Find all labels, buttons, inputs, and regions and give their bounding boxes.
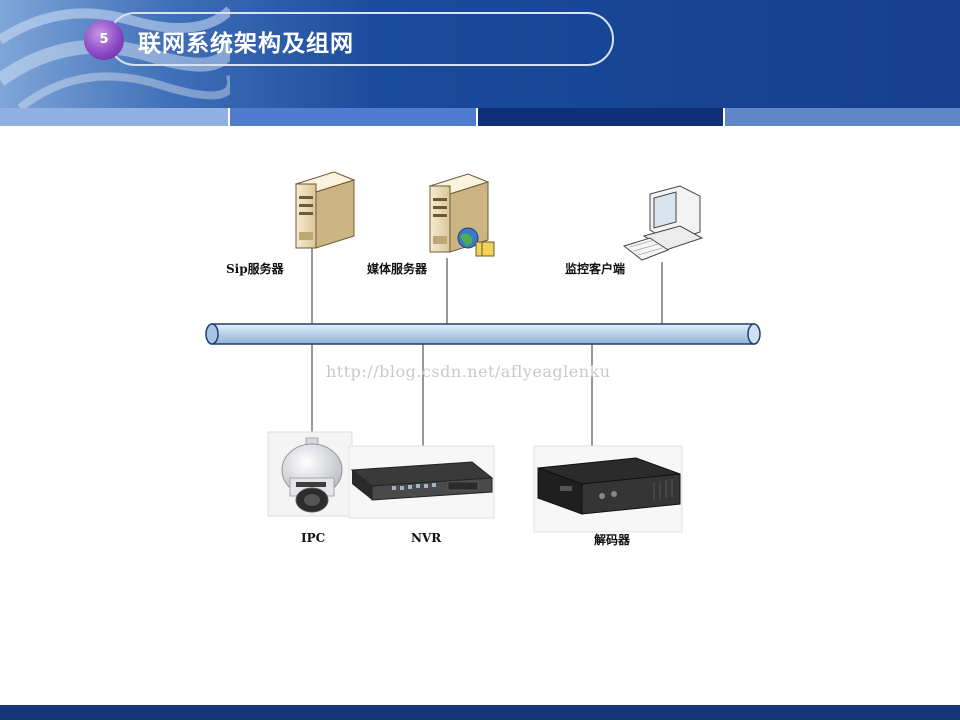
stripe-segment-1 bbox=[0, 108, 228, 126]
media-server-icon bbox=[428, 173, 495, 257]
slide-title: 联网系统架构及组网 bbox=[138, 31, 354, 57]
network-pipe bbox=[205, 323, 761, 345]
slide-header bbox=[0, 0, 960, 108]
stripe-segment-3 bbox=[478, 108, 723, 126]
label-sip-server: Sip服务器 bbox=[226, 262, 284, 276]
label-decoder: 解码器 bbox=[594, 533, 631, 547]
slide-number-badge: 5 bbox=[84, 20, 124, 60]
label-nvr: NVR bbox=[411, 531, 442, 545]
connector-lines bbox=[311, 248, 663, 446]
stripe-segment-2 bbox=[230, 108, 476, 126]
label-monitor-client: 监控客户端 bbox=[565, 262, 626, 276]
watermark-url: http://blog.csdn.net/aflyeaglenku bbox=[326, 362, 611, 381]
decoder-icon bbox=[533, 445, 683, 533]
server-icon bbox=[294, 171, 356, 249]
nvr-icon bbox=[348, 445, 495, 519]
slide-footer-bar bbox=[0, 705, 960, 720]
stripe-segment-4 bbox=[725, 108, 960, 126]
label-media-server: 媒体服务器 bbox=[367, 262, 428, 276]
label-ipc: IPC bbox=[301, 531, 326, 545]
dome-camera-icon bbox=[267, 431, 353, 517]
workstation-icon bbox=[622, 185, 704, 261]
